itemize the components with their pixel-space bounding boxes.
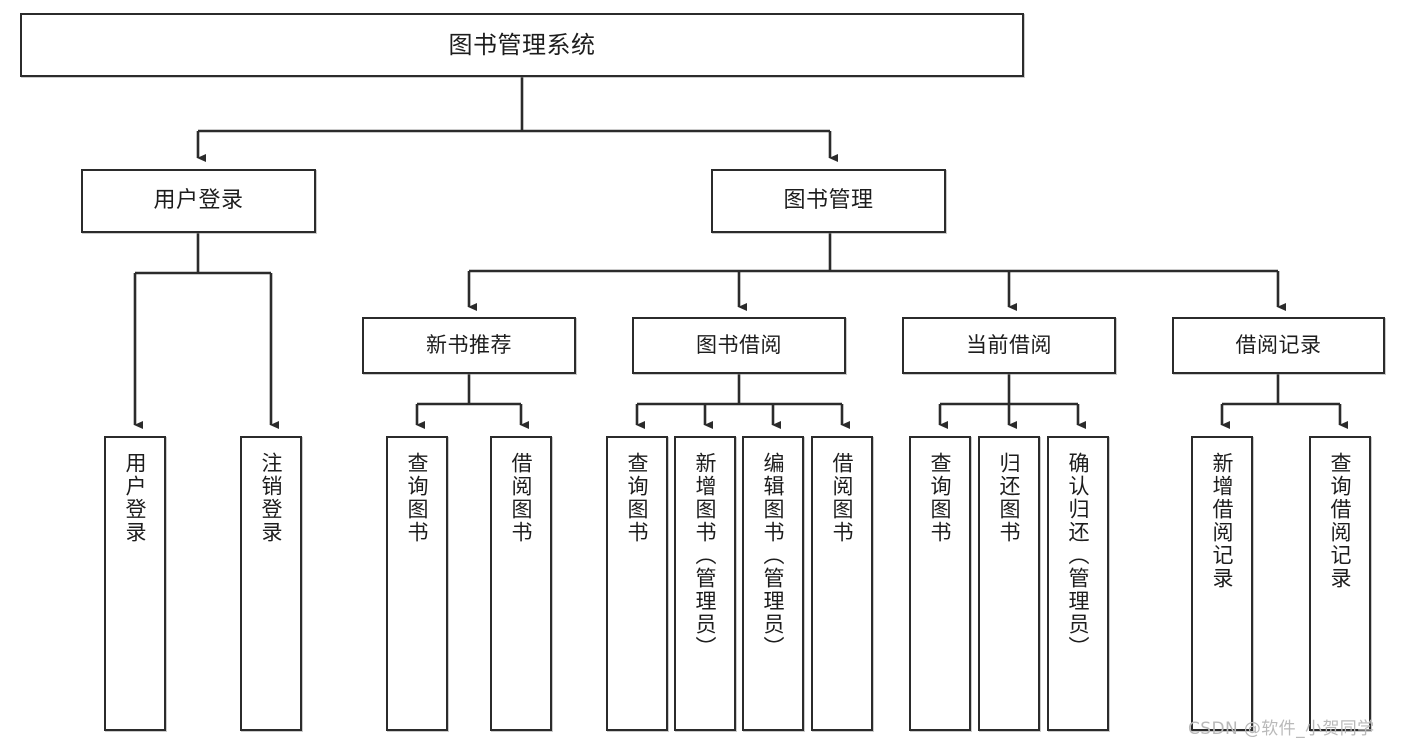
node-label: 查询借阅记录 — [1328, 452, 1353, 590]
node-label: 当前借阅 — [966, 333, 1052, 358]
node-leaf-query-book-borrow[interactable]: 查询图书 — [606, 436, 668, 731]
node-user-login[interactable]: 用户登录 — [81, 169, 316, 233]
node-leaf-borrow-book-recommend[interactable]: 借阅图书 — [490, 436, 552, 731]
node-borrow-record[interactable]: 借阅记录 — [1172, 317, 1385, 374]
node-leaf-user-login[interactable]: 用户登录 — [104, 436, 166, 731]
node-label: 编辑图书（管理员） — [761, 452, 786, 659]
node-leaf-query-book-recommend[interactable]: 查询图书 — [386, 436, 448, 731]
node-book-borrow[interactable]: 图书借阅 — [632, 317, 846, 374]
node-label: 确认归还（管理员） — [1066, 452, 1091, 659]
node-leaf-add-borrow-record[interactable]: 新增借阅记录 — [1191, 436, 1253, 731]
node-current-borrow[interactable]: 当前借阅 — [902, 317, 1116, 374]
node-label: 新增图书（管理员） — [693, 452, 718, 659]
node-label: 图书管理系统 — [448, 30, 596, 59]
node-label: 借阅图书 — [509, 452, 534, 544]
node-label: 查询图书 — [405, 452, 430, 544]
node-leaf-confirm-return[interactable]: 确认归还（管理员） — [1047, 436, 1109, 731]
node-label: 借阅记录 — [1235, 333, 1322, 358]
node-book-management[interactable]: 图书管理 — [711, 169, 946, 233]
node-leaf-borrow-book[interactable]: 借阅图书 — [811, 436, 873, 731]
node-leaf-user-logout[interactable]: 注销登录 — [240, 436, 302, 731]
csdn-watermark: CSDN @软件_小贺同学 — [1188, 719, 1375, 739]
node-leaf-return-book[interactable]: 归还图书 — [978, 436, 1040, 731]
node-label: 查询图书 — [625, 452, 650, 544]
node-label: 查询图书 — [928, 452, 953, 544]
node-new-book-recommend[interactable]: 新书推荐 — [362, 317, 576, 374]
node-leaf-query-borrow-record[interactable]: 查询借阅记录 — [1309, 436, 1371, 731]
node-leaf-query-book-current[interactable]: 查询图书 — [909, 436, 971, 731]
node-label: 新书推荐 — [426, 333, 512, 358]
node-label: 注销登录 — [259, 452, 284, 544]
node-label: 用户登录 — [123, 452, 148, 544]
node-leaf-add-book[interactable]: 新增图书（管理员） — [674, 436, 736, 731]
node-root-system[interactable]: 图书管理系统 — [20, 13, 1024, 77]
node-label: 新增借阅记录 — [1210, 452, 1235, 590]
node-label: 用户登录 — [153, 188, 244, 214]
node-label: 图书借阅 — [696, 333, 782, 358]
node-label: 图书管理 — [783, 188, 874, 214]
node-label: 归还图书 — [997, 452, 1022, 544]
node-leaf-edit-book[interactable]: 编辑图书（管理员） — [742, 436, 804, 731]
node-label: 借阅图书 — [830, 452, 855, 544]
